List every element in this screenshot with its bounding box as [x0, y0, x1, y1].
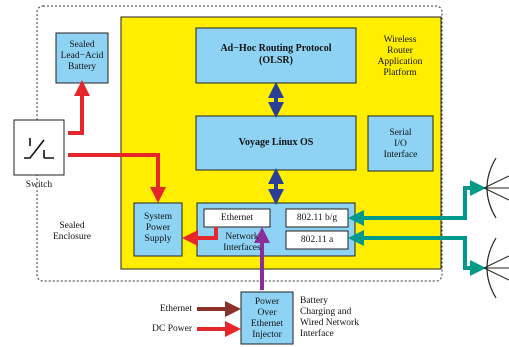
- poe-note-label: Battery Charging and Wired Network Inter…: [300, 296, 359, 339]
- wifi-bg-antenna-arrow: [348, 180, 486, 226]
- switch-icon: [24, 138, 54, 159]
- wifi-bg-label: 802.11 b/g: [296, 213, 338, 223]
- wifi-a-label: 802.11 a: [300, 235, 334, 245]
- wifi-a-antenna-arrow: [348, 230, 486, 276]
- serial-box: [367, 115, 434, 172]
- battery-label: Sealed Lead−Acid Battery: [60, 40, 104, 72]
- power-supply-label: System Power Supply: [144, 212, 172, 244]
- power-supply-box: [133, 202, 183, 257]
- network-label: Network Interfaces: [223, 232, 261, 253]
- enclosure-label: Sealed Enclosure: [53, 221, 91, 242]
- platform-label: Wireless Router Application Platform: [377, 35, 423, 78]
- poe-box: [240, 291, 294, 345]
- serial-label: Serial I/O Interface: [383, 128, 418, 160]
- olsr-label: Ad−Hoc Routing Protocol (OLSR): [220, 43, 332, 66]
- ethernet-input-label: Ethernet: [159, 304, 192, 314]
- antenna-top-icon: [483, 157, 509, 219]
- poe-label: Power Over Ethernet Injector: [250, 297, 284, 340]
- network-power-supply-arrow: [182, 227, 218, 246]
- switch-label: Switch: [25, 180, 53, 190]
- ethernet-port-label: Ethernet: [220, 213, 254, 223]
- voyage-box: [195, 115, 357, 171]
- antenna-bottom-icon: [483, 237, 509, 299]
- dc-power-input-label: DC Power: [152, 324, 192, 334]
- voyage-label: Voyage Linux OS: [238, 137, 314, 148]
- battery-box: [55, 32, 109, 84]
- battery-switch-arrow: [68, 80, 90, 135]
- ethernet-port-box: [203, 208, 271, 228]
- switch-power-supply-arrow: [68, 153, 166, 203]
